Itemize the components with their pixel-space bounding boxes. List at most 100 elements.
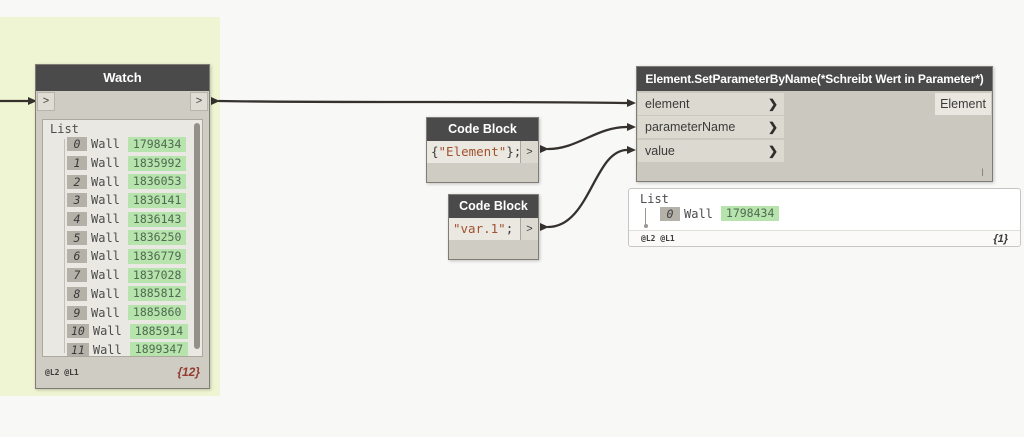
list-index-badge: 11 (67, 342, 89, 356)
input-port-label: element (645, 97, 690, 111)
element-id-value: 1836250 (127, 230, 187, 246)
code-block-1-output-port[interactable]: > (520, 141, 538, 163)
wire-arrow-icon (211, 97, 220, 105)
list-index-badge: 7 (67, 268, 87, 283)
list-item: 0 Wall 1798434 (660, 206, 780, 221)
port-chevron-icon: ❯ (767, 144, 778, 158)
list-item: 10 Wall 1885914 (67, 322, 192, 341)
list-label: List (50, 122, 79, 136)
wire-arrow-icon (540, 145, 549, 153)
list-item: 2 Wall 1836053 (67, 172, 192, 191)
input-port-element[interactable]: element ❯ (638, 93, 784, 115)
code-string: "Element" (438, 144, 507, 159)
list-index-badge: 3 (67, 193, 87, 208)
element-type-label: Wall (91, 156, 120, 171)
code-punct: }; (506, 144, 520, 159)
list-item: 8 Wall 1885812 (67, 285, 192, 304)
element-type-label: Wall (91, 268, 120, 283)
element-id-value: 1798434 (720, 206, 780, 221)
list-index-badge: 8 (67, 286, 87, 301)
code-block-2-code[interactable]: "var.1"; (449, 218, 520, 240)
element-type-label: Wall (92, 324, 122, 339)
code-block-1-title[interactable]: Code Block (427, 118, 538, 141)
watch-input-port[interactable]: > (37, 92, 55, 111)
scrollbar-thumb[interactable] (194, 123, 200, 349)
watch-node-footer: @L2 @L1 {12} (36, 356, 209, 388)
wire-arrow-icon (627, 123, 636, 131)
element-type-label: Wall (91, 286, 120, 301)
element-id-value: 1836143 (127, 211, 187, 227)
element-type-label: Wall (91, 137, 120, 152)
input-port-value[interactable]: value ❯ (638, 140, 784, 162)
wire-arrow-icon (540, 223, 549, 231)
watch-ports-row: > > (36, 91, 209, 113)
code-block-1-code[interactable]: {"Element"}; (427, 141, 520, 163)
lacing-levels-label[interactable]: @L2 @L1 (45, 367, 79, 377)
code-block-1-node[interactable]: Code Block {"Element"}; > (426, 117, 539, 183)
element-id-value: 1837028 (127, 267, 187, 283)
element-type-label: Wall (91, 305, 120, 320)
element-type-label: Wall (91, 212, 120, 227)
list-item: 11 Wall 1899347 (67, 341, 192, 357)
set-parameter-node-title[interactable]: Element.SetParameterByName(*Schreibt Wer… (637, 67, 992, 91)
node-state-indicator: I (980, 167, 984, 179)
element-type-label: Wall (91, 193, 120, 208)
wire-arrow-icon (627, 99, 636, 107)
element-id-value: 1836779 (127, 248, 187, 264)
code-block-2-node[interactable]: Code Block "var.1"; > (448, 194, 539, 260)
code-block-2-output-port[interactable]: > (520, 218, 538, 240)
list-index-badge: 6 (67, 249, 87, 264)
element-id-value: 1835992 (127, 155, 187, 171)
list-label: List (640, 192, 669, 206)
code-block-2-title[interactable]: Code Block (449, 195, 538, 218)
list-count-badge: {12} (177, 365, 200, 379)
element-type-label: Wall (684, 206, 713, 221)
lacing-levels-label: @L2 @L1 (641, 234, 675, 243)
list-item: 5 Wall 1836250 (67, 228, 192, 247)
list-index-badge: 5 (67, 230, 87, 245)
list-item: 9 Wall 1885860 (67, 303, 192, 322)
list-index-badge: 4 (67, 212, 87, 227)
list-index-badge: 1 (67, 156, 87, 171)
wire-arrow-icon (28, 97, 37, 105)
element-type-label: Wall (91, 249, 120, 264)
node-preview-bubble[interactable]: List 0 Wall 1798434 @L2 @L1 {1} (628, 188, 1021, 247)
code-punct: ; (505, 221, 514, 236)
list-index-badge: 0 (660, 206, 680, 221)
code-punct: { (431, 144, 439, 159)
element-type-label: Wall (91, 230, 120, 245)
wire-codeblock1-to-parametername[interactable] (546, 125, 629, 151)
list-item: 0 Wall 1798434 (67, 135, 192, 154)
input-port-parametername[interactable]: parameterName ❯ (638, 116, 784, 138)
list-index-badge: 9 (67, 305, 87, 320)
element-type-label: Wall (92, 342, 122, 357)
list-item: 7 Wall 1837028 (67, 266, 192, 285)
set-parameter-node[interactable]: Element.SetParameterByName(*Schreibt Wer… (636, 66, 993, 182)
output-port-element[interactable]: Element (935, 93, 991, 115)
watch-preview-panel: List 0 Wall 1798434 1 Wall 1835992 (42, 119, 203, 357)
element-id-value: 1885914 (129, 323, 189, 339)
element-id-value: 1885812 (127, 286, 187, 302)
port-chevron-icon: ❯ (767, 97, 778, 111)
element-id-value: 1836141 (127, 192, 187, 208)
watch-output-port[interactable]: > (190, 92, 208, 111)
list-item: 4 Wall 1836143 (67, 210, 192, 229)
list-item: 1 Wall 1835992 (67, 154, 192, 173)
code-string: "var.1" (453, 221, 506, 236)
input-port-label: value (645, 144, 675, 158)
watch-node[interactable]: Watch > > List 0 Wall 1798434 1 Wal (35, 64, 210, 389)
list-index-badge: 10 (67, 324, 89, 339)
element-id-value: 1899347 (129, 342, 189, 356)
wire-codeblock2-to-value[interactable] (546, 148, 629, 229)
wire-arrow-icon (627, 146, 636, 154)
element-type-label: Wall (91, 174, 120, 189)
watch-node-title[interactable]: Watch (36, 65, 209, 91)
list-index-badge: 2 (67, 174, 87, 189)
input-port-label: parameterName (645, 120, 736, 134)
element-id-value: 1885860 (127, 305, 187, 321)
port-chevron-icon: ❯ (767, 120, 778, 134)
wire-watch-to-element[interactable] (217, 99, 629, 105)
list-item: 3 Wall 1836141 (67, 191, 192, 210)
